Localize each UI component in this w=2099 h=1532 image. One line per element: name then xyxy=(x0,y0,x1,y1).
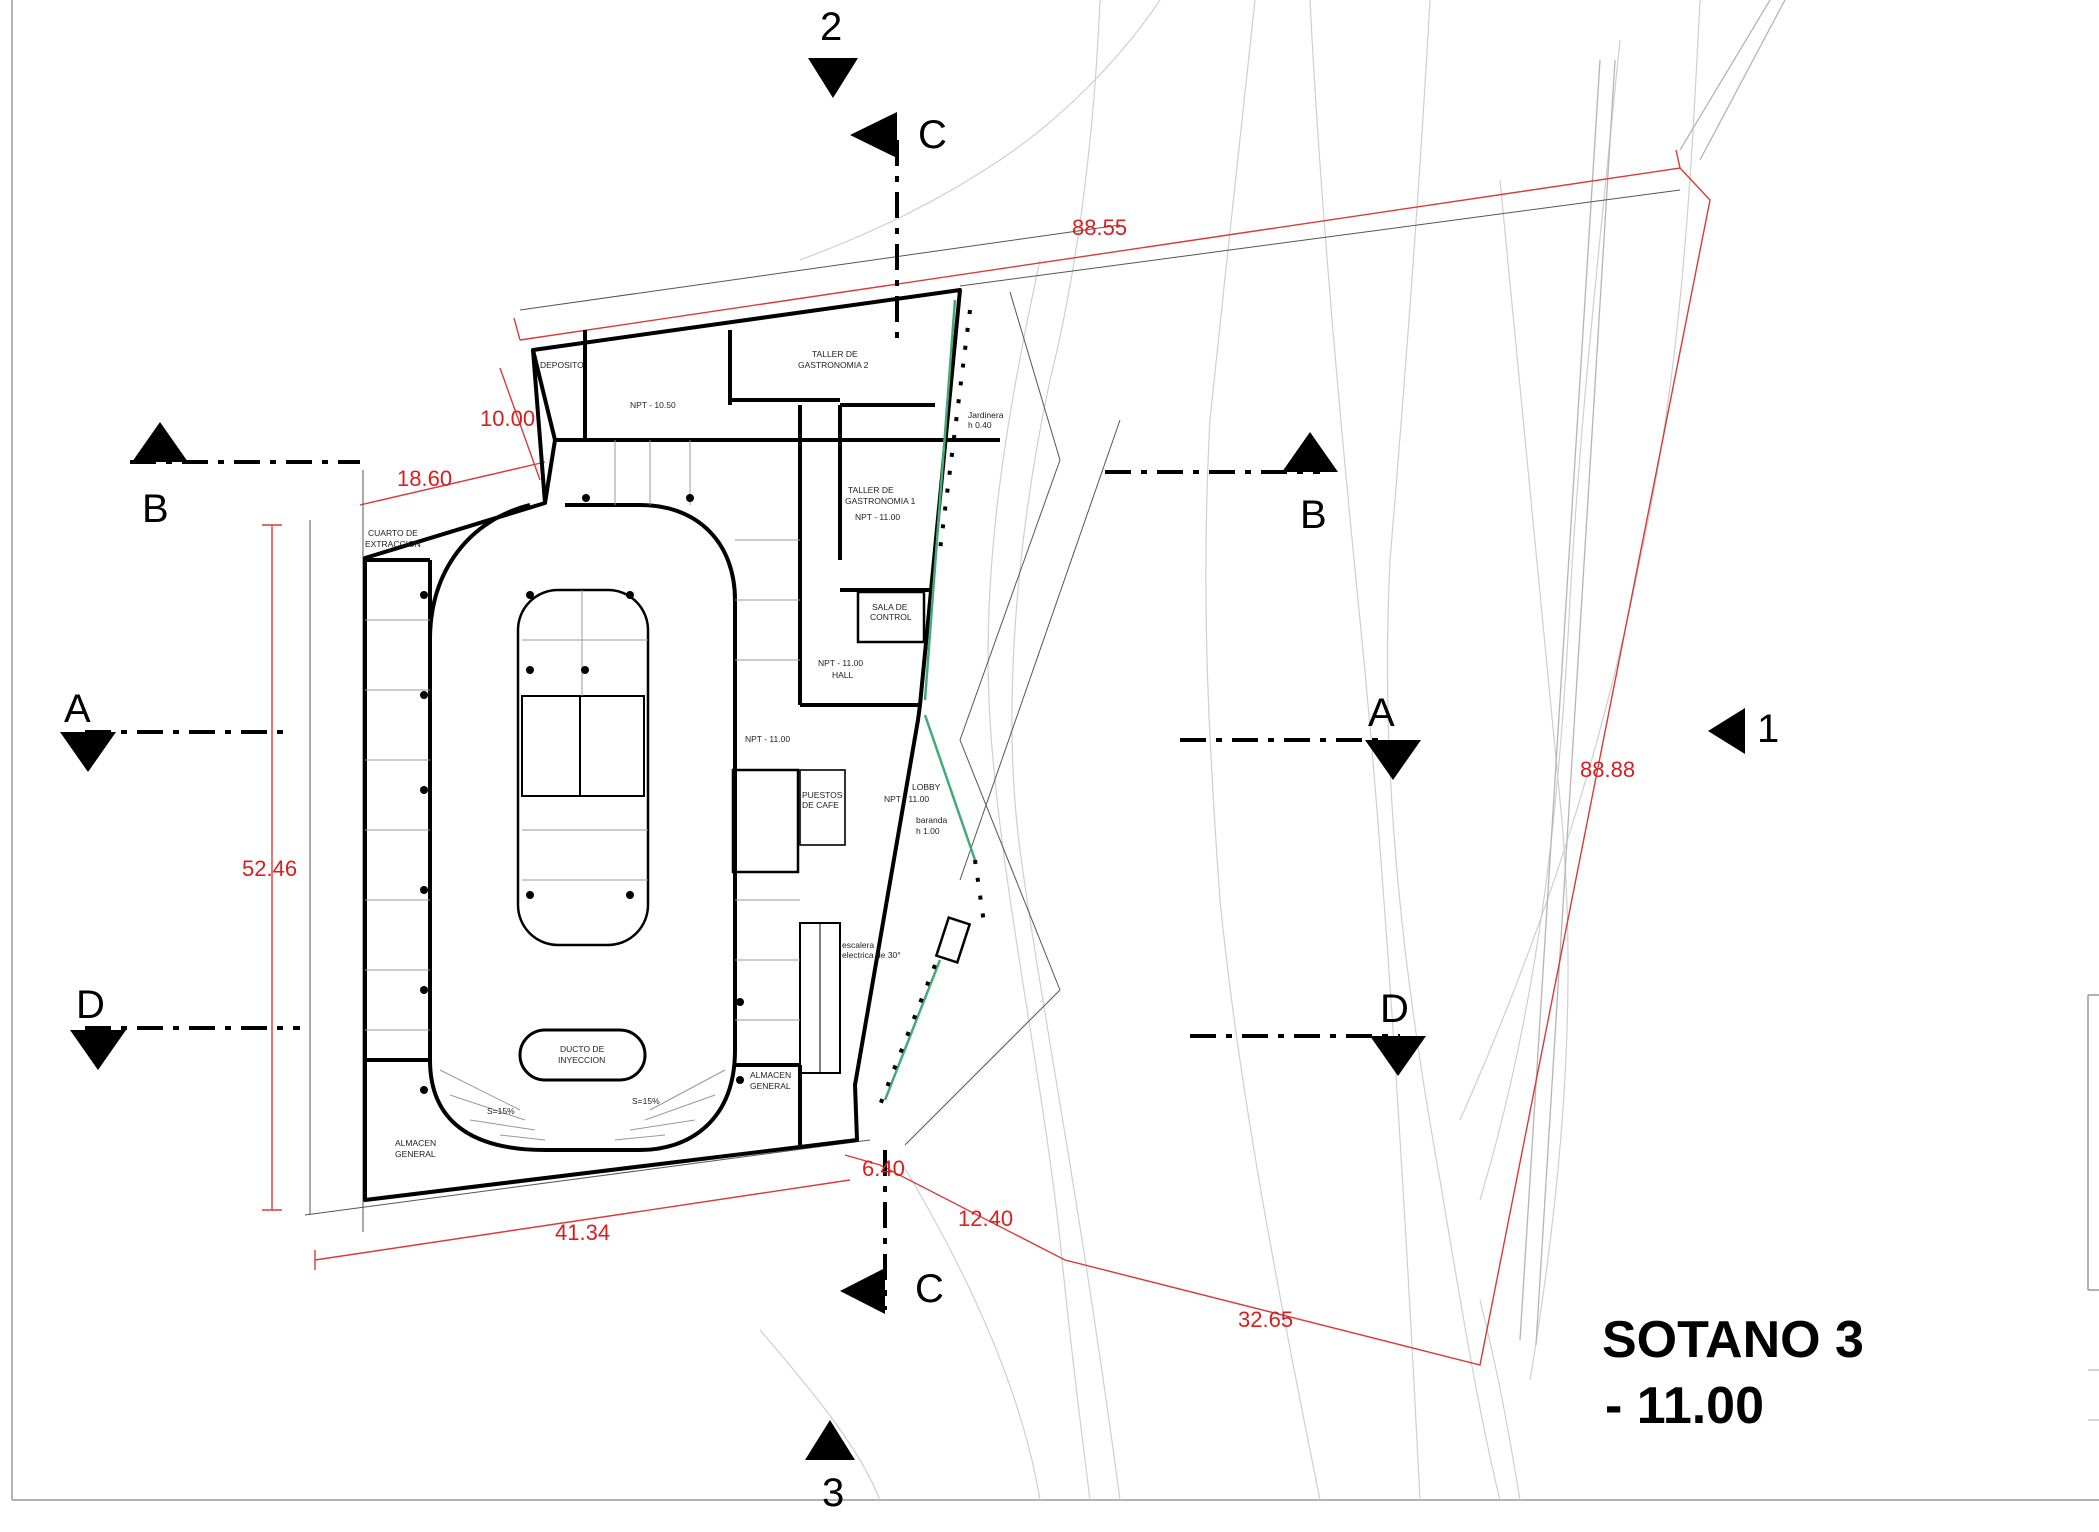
facade-glazing xyxy=(878,299,987,1106)
room-taller1-line1: TALLER DE xyxy=(848,485,894,495)
room-taller1-npt: NPT - 11.00 xyxy=(855,512,900,522)
section-c-bottom-label: C xyxy=(915,1267,944,1311)
parking-stalls xyxy=(365,440,800,1141)
property-boundary xyxy=(262,149,1711,1366)
dim-lower-a: 6.40 xyxy=(862,1156,905,1181)
hall-npt: NPT - 11.00 xyxy=(818,658,863,668)
escalera-line2: electrica de 30° xyxy=(842,950,901,960)
room-sala-line1: SALA DE xyxy=(872,602,908,612)
dim-right: 88.88 xyxy=(1580,757,1635,782)
npt-center: NPT - 11.00 xyxy=(745,734,790,744)
sheet-level: - 11.00 xyxy=(1605,1377,1764,1435)
room-deposito: DEPOSITO xyxy=(540,360,584,370)
room-taller1-line2: GASTRONOMIA 1 xyxy=(845,496,916,506)
baranda-line1: baranda xyxy=(916,815,947,825)
section-arrows xyxy=(60,58,1745,1460)
room-hall: HALL xyxy=(832,670,854,680)
jardinera-line2: h 0.40 xyxy=(968,420,992,430)
slope-right: S=15% xyxy=(632,1096,660,1106)
topographic-lines xyxy=(759,0,1786,1501)
room-taller2-line2: GASTRONOMIA 2 xyxy=(798,360,869,370)
setback-lines xyxy=(304,189,1681,1232)
section-3-label: 3 xyxy=(822,1471,844,1515)
section-a-left-label: A xyxy=(64,687,91,731)
section-1-label: 1 xyxy=(1757,707,1779,751)
dim-bottom: 41.34 xyxy=(555,1220,610,1245)
ducto-line1: DUCTO DE xyxy=(560,1044,605,1054)
dim-left: 52.46 xyxy=(242,856,297,881)
room-almacen-center-line1: ALMACEN xyxy=(750,1070,791,1080)
room-almacen-center-line2: GENERAL xyxy=(750,1081,791,1091)
section-b-left-label: B xyxy=(142,487,169,531)
jardinera-line1: Jardinera xyxy=(968,410,1004,420)
dim-deposit-width: 10.00 xyxy=(480,406,535,431)
section-a-right-label: A xyxy=(1368,691,1395,735)
room-cuarto-line1: CUARTO DE xyxy=(368,528,418,538)
section-lines xyxy=(85,140,1400,1310)
escalera-line1: escalera xyxy=(842,940,874,950)
room-npt-1050: NPT - 10.50 xyxy=(630,400,676,410)
section-d-right-label: D xyxy=(1380,987,1409,1031)
sheet-border xyxy=(11,0,2099,1501)
room-almacen-left-line2: GENERAL xyxy=(395,1149,436,1159)
section-b-right-label: B xyxy=(1300,493,1327,537)
room-puestos-line2: DE CAFE xyxy=(802,800,839,810)
dim-top: 88.55 xyxy=(1072,215,1127,240)
lobby-npt: NPT - 11.00 xyxy=(884,794,929,804)
dim-lower-c: 32.65 xyxy=(1238,1307,1293,1332)
dim-lower-b: 12.40 xyxy=(958,1206,1013,1231)
ducto-line2: INYECCION xyxy=(558,1055,605,1065)
building-walls xyxy=(363,288,1000,1202)
room-cuarto-line2: EXTRACCION xyxy=(365,539,421,549)
structural-columns xyxy=(420,494,744,1094)
room-lobby: LOBBY xyxy=(912,782,941,792)
baranda-line2: h 1.00 xyxy=(916,826,940,836)
room-sala-line2: CONTROL xyxy=(870,612,912,622)
room-almacen-left-line1: ALMACEN xyxy=(395,1138,436,1148)
section-c-top-label: C xyxy=(918,113,947,157)
section-d-left-label: D xyxy=(76,983,105,1027)
sheet-title: SOTANO 3 xyxy=(1602,1311,1864,1369)
room-taller2-line1: TALLER DE xyxy=(812,349,858,359)
section-2-label: 2 xyxy=(820,5,842,49)
room-puestos-line1: PUESTOS xyxy=(802,790,843,800)
slope-left: S=15% xyxy=(487,1106,515,1116)
dim-upper-left: 18.60 xyxy=(397,466,452,491)
